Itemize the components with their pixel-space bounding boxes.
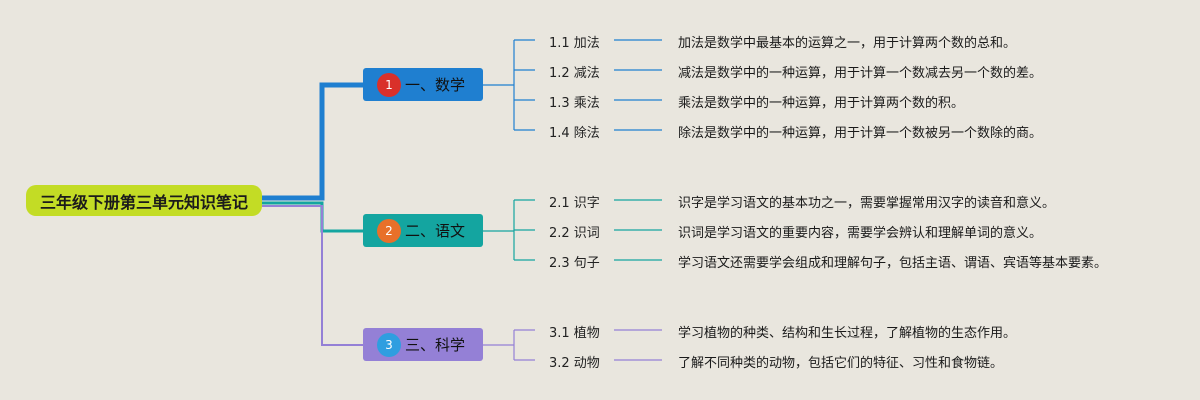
badge-2-icon: 2 xyxy=(377,218,401,243)
desc-3-2[interactable]: 了解不同种类的动物，包括它们的特征、习性和食物链。 xyxy=(678,356,1004,371)
desc-2-1[interactable]: 识字是学习语文的基本功之一，需要掌握常用汉字的读音和意义。 xyxy=(678,196,1056,211)
root-node[interactable]: 三年级下册第三单元知识笔记 xyxy=(26,185,262,216)
branch-chinese-title: 二、语文 xyxy=(405,222,466,240)
topic-1-3[interactable]: 1.3 乘法 xyxy=(549,96,600,111)
desc-1-3[interactable]: 乘法是数学中的一种运算，用于计算两个数的积。 xyxy=(678,96,965,111)
desc-2-3[interactable]: 学习语文还需要学会组成和理解句子，包括主语、谓语、宾语等基本要素。 xyxy=(678,256,1108,271)
topic-3-2[interactable]: 3.2 动物 xyxy=(549,356,600,371)
badge-3-icon: 3 xyxy=(377,332,401,357)
desc-3-1[interactable]: 学习植物的种类、结构和生长过程，了解植物的生态作用。 xyxy=(678,326,1017,341)
desc-2-2[interactable]: 识词是学习语文的重要内容，需要学会辨认和理解单词的意义。 xyxy=(678,226,1043,241)
topic-1-4[interactable]: 1.4 除法 xyxy=(549,126,600,141)
desc-1-1[interactable]: 加法是数学中最基本的运算之一，用于计算两个数的总和。 xyxy=(678,36,1017,51)
root-title: 三年级下册第三单元知识笔记 xyxy=(39,192,248,212)
topic-2-3[interactable]: 2.3 句子 xyxy=(549,256,600,271)
connector-root-chinese xyxy=(262,201,363,233)
badge-1-icon: 1 xyxy=(377,72,401,97)
connector-root-math xyxy=(262,82,363,201)
desc-1-4[interactable]: 除法是数学中的一种运算，用于计算一个数被另一个数除的商。 xyxy=(678,126,1043,141)
branch-math-title: 一、数学 xyxy=(405,76,466,94)
topic-1-1[interactable]: 1.1 加法 xyxy=(549,36,600,51)
topic-2-1[interactable]: 2.1 识字 xyxy=(549,196,600,211)
branch-chinese[interactable]: 2 二、语文 xyxy=(363,214,483,247)
branch-science-title: 三、科学 xyxy=(405,336,466,354)
desc-1-2[interactable]: 减法是数学中的一种运算，用于计算一个数减去另一个数的差。 xyxy=(678,66,1043,81)
topic-3-1[interactable]: 3.1 植物 xyxy=(549,326,600,341)
branch-math[interactable]: 1 一、数学 xyxy=(363,68,483,101)
connector-root-science xyxy=(262,205,363,346)
branch-science[interactable]: 3 三、科学 xyxy=(363,328,483,361)
topic-1-2[interactable]: 1.2 减法 xyxy=(549,66,600,81)
topic-2-2[interactable]: 2.2 识词 xyxy=(549,226,600,241)
